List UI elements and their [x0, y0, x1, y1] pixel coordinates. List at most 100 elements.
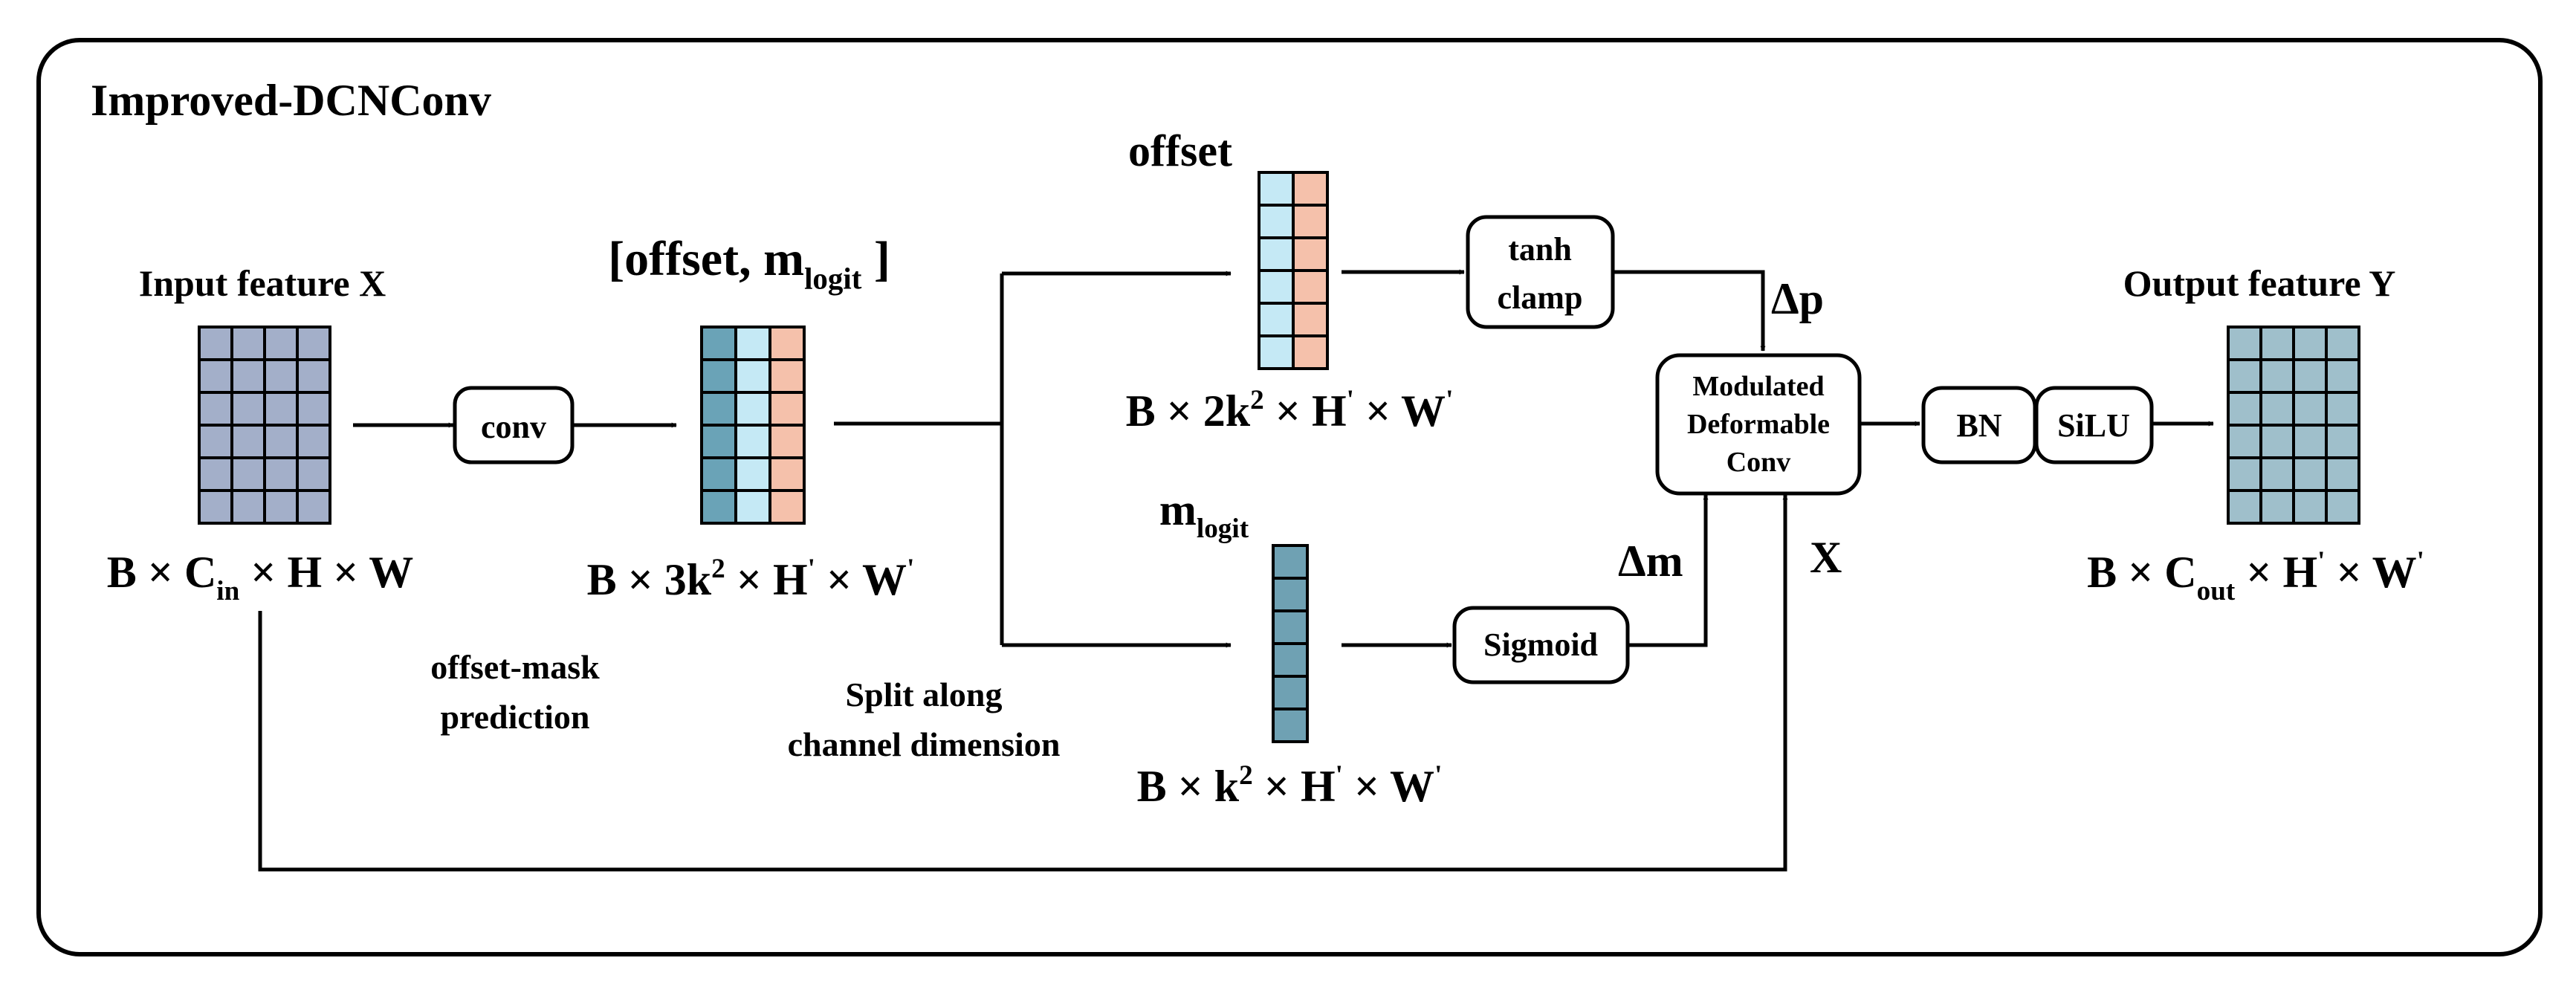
offset-grid-cell — [1292, 302, 1329, 337]
input-shape-label: B × Cin​ × H × W — [107, 548, 414, 606]
input-grid-cell — [263, 489, 299, 525]
modulated-deformable-conv-box — [1655, 353, 1862, 496]
input-feature-label: Input feature X — [139, 262, 386, 304]
offset-grid-cell — [1258, 269, 1295, 305]
combined-grid-cell — [768, 358, 806, 394]
output-grid-cell — [2227, 456, 2262, 492]
split-label-line2: channel dimension — [788, 725, 1061, 763]
x-label: X — [1810, 533, 1842, 582]
combined-grid-cell — [768, 326, 806, 361]
mask-grid-cell — [1272, 642, 1309, 678]
mask-grid-cell — [1272, 544, 1309, 580]
combined-label: [offset, mlogit​ ] — [608, 232, 890, 295]
mask-shape-label: B × k2​ × H'​ × W'​ — [1137, 760, 1443, 811]
input-grid-cell — [296, 326, 331, 361]
input-grid-cell — [198, 456, 233, 492]
combined-grid-cell — [734, 358, 771, 394]
delta-m-label: Δm — [1618, 537, 1683, 586]
offset-grid-cell — [1292, 269, 1329, 305]
output-grid-cell — [2259, 489, 2295, 525]
delta-p-label: Δp — [1771, 274, 1824, 323]
output-grid-cell — [2325, 358, 2360, 394]
input-grid-cell — [198, 424, 233, 459]
sigmoid-label: Sigmoid — [1483, 627, 1598, 663]
output-grid-cell — [2259, 424, 2295, 459]
input-grid-cell — [263, 391, 299, 427]
output-grid-cell — [2325, 489, 2360, 525]
input-grid-cell — [263, 358, 299, 394]
combined-grid-cell — [768, 424, 806, 459]
output-grid-cell — [2227, 424, 2262, 459]
mask-label: mlogit​ — [1159, 485, 1249, 544]
split-label-line1: Split along — [846, 676, 1003, 713]
combined-grid-cell — [734, 391, 771, 427]
input-grid-cell — [230, 326, 266, 361]
outer-frame — [36, 38, 2543, 956]
combined-grid — [700, 326, 806, 525]
input-grid-cell — [198, 391, 233, 427]
offset-shape-label: B × 2k2​ × H'​ × W'​ — [1126, 385, 1454, 436]
output-grid-cell — [2325, 326, 2360, 361]
arrow-sigmoid-to-mdc — [1629, 494, 1709, 647]
offset-label: offset — [1128, 126, 1232, 175]
combined-grid-cell — [734, 424, 771, 459]
tanh-label: tanh — [1508, 231, 1572, 268]
input-grid-cell — [263, 424, 299, 459]
combined-grid-cell — [700, 489, 737, 525]
offset-mask-label-line1: offset-mask — [430, 648, 600, 686]
tanh-clamp-box — [1466, 215, 1615, 329]
offset-grid-cell — [1258, 171, 1295, 207]
input-grid-cell — [230, 456, 266, 492]
input-grid-cell — [230, 489, 266, 525]
input-grid-cell — [263, 326, 299, 361]
input-grid-cell — [296, 489, 331, 525]
output-grid-cell — [2292, 358, 2328, 394]
offset-grid-cell — [1292, 236, 1329, 272]
output-grid-cell — [2259, 391, 2295, 427]
output-grid-cell — [2259, 456, 2295, 492]
mask-grid-cell — [1272, 609, 1309, 645]
combined-grid-cell — [700, 456, 737, 492]
input-grid-cell — [198, 489, 233, 525]
mask-grid-cell — [1272, 675, 1309, 710]
offset-grid-cell — [1258, 302, 1295, 337]
output-grid-cell — [2292, 489, 2328, 525]
bn-label: BN — [1956, 407, 2001, 444]
offset-grid-cell — [1292, 334, 1329, 370]
mdc-label-line3: Conv — [1726, 447, 1791, 478]
skip-connection-x — [258, 494, 1788, 872]
offset-grid-cell — [1258, 236, 1295, 272]
output-grid-cell — [2325, 456, 2360, 492]
output-grid-cell — [2259, 326, 2295, 361]
input-grid-cell — [263, 456, 299, 492]
combined-grid-cell — [734, 326, 771, 361]
output-grid-cell — [2227, 391, 2262, 427]
combined-grid-cell — [700, 326, 737, 361]
combined-grid-cell — [700, 391, 737, 427]
silu-label: SiLU — [2057, 407, 2130, 444]
input-grid-cell — [198, 358, 233, 394]
output-grid-cell — [2292, 456, 2328, 492]
combined-grid-cell — [768, 456, 806, 492]
output-grid-cell — [2227, 358, 2262, 394]
combined-grid-cell — [768, 489, 806, 525]
combined-grid-cell — [734, 456, 771, 492]
output-grid-cell — [2227, 489, 2262, 525]
diagram-title: Improved-DCNConv — [91, 76, 491, 125]
combined-grid-cell — [700, 358, 737, 394]
mask-grid-cell — [1272, 577, 1309, 612]
mdc-label-line1: Modulated — [1692, 371, 1824, 402]
mask-grid — [1272, 544, 1309, 743]
offset-grid — [1258, 171, 1329, 370]
input-grid-cell — [230, 358, 266, 394]
combined-shape-label: B × 3k2​ × H'​ × W'​ — [587, 554, 915, 604]
clamp-label: clamp — [1498, 279, 1583, 316]
offset-grid-cell — [1292, 204, 1329, 239]
input-grid-cell — [230, 424, 266, 459]
input-grid-cell — [296, 456, 331, 492]
conv-box — [453, 386, 575, 464]
output-feature-label: Output feature Y — [2123, 262, 2396, 304]
sigmoid-box — [1452, 606, 1630, 684]
conv-label: conv — [481, 409, 546, 445]
